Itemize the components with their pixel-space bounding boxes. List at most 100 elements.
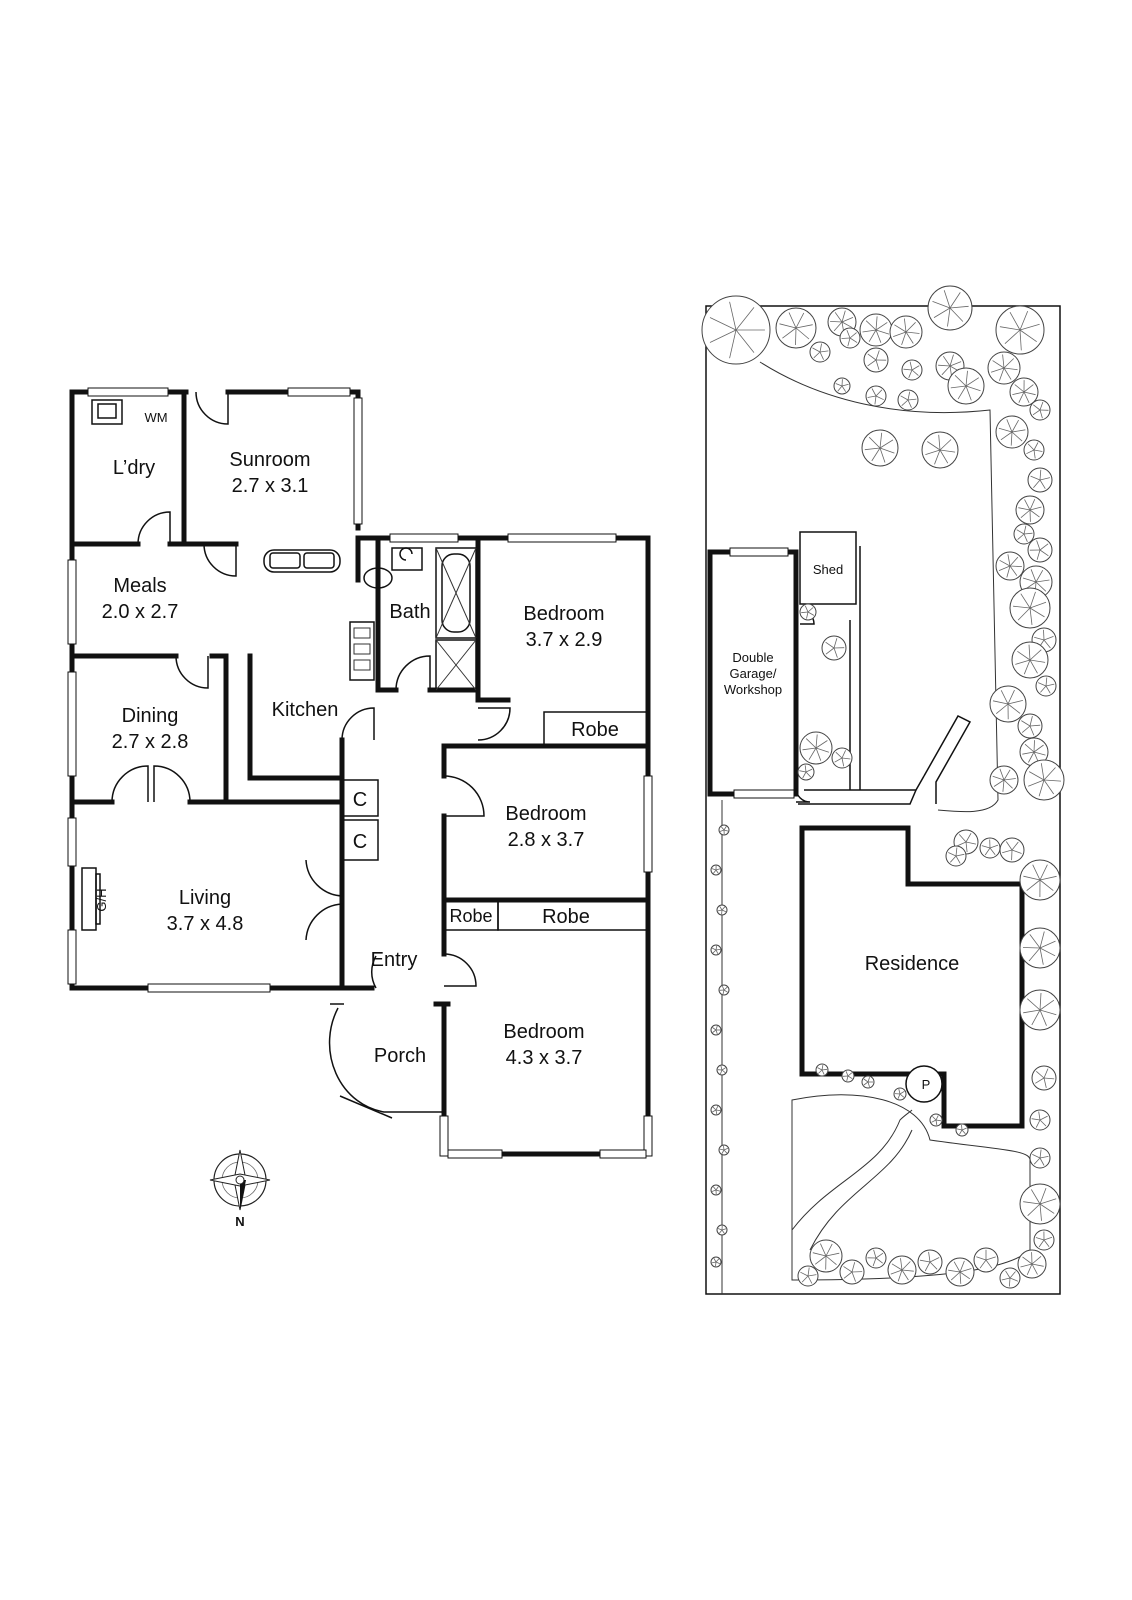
tree-icon xyxy=(1019,927,1061,969)
tree-icon xyxy=(710,944,722,956)
tree-icon xyxy=(839,327,861,349)
tree-icon xyxy=(859,313,893,347)
robe1-label: Robe xyxy=(571,719,619,741)
bedroom1-label: Bedroom xyxy=(523,603,604,625)
lawn-outlines xyxy=(721,361,1031,1294)
kitchen-label: Kitchen xyxy=(272,699,339,721)
p-marker-label: P xyxy=(922,1077,931,1092)
windows xyxy=(67,387,653,1159)
garage-label-line3: Workshop xyxy=(724,682,782,697)
house-plan: WM L’dry Sunroom 2.7 x 3.1 Meals 2.0 x 2… xyxy=(67,387,653,1229)
compass-icon: N xyxy=(209,1149,271,1229)
tree-icon xyxy=(865,385,887,407)
sunroom-dims: 2.7 x 3.1 xyxy=(232,475,309,497)
pathways xyxy=(798,546,972,805)
tree-icon xyxy=(989,765,1019,795)
tree-icon xyxy=(1013,523,1035,545)
living-label: Living xyxy=(179,887,231,909)
tree-icon xyxy=(927,285,973,331)
tree-icon xyxy=(901,359,923,381)
tree-icon xyxy=(999,837,1025,863)
tree-icon xyxy=(861,1075,875,1089)
tree-icon xyxy=(710,1184,722,1196)
tree-icon xyxy=(809,341,831,363)
tree-icon xyxy=(889,315,923,349)
tree-icon xyxy=(987,351,1021,385)
tree-icon xyxy=(1023,759,1065,801)
shed-label: Shed xyxy=(813,562,843,577)
tree-icon xyxy=(710,1104,722,1116)
tree-icon xyxy=(1023,439,1045,461)
tree-icon xyxy=(821,635,847,661)
tree-icon xyxy=(865,1247,887,1269)
tree-icon xyxy=(1027,467,1053,493)
tree-icon xyxy=(897,389,919,411)
bath-label: Bath xyxy=(389,601,430,623)
robe2-label: Robe xyxy=(449,906,492,926)
fixtures xyxy=(81,399,477,931)
fitted-units xyxy=(341,711,649,931)
bedroom3-dims: 4.3 x 3.7 xyxy=(506,1047,583,1069)
site-plan: Double Garage/ Workshop Shed Residence P xyxy=(701,285,1065,1295)
tree-icon xyxy=(989,685,1027,723)
gas-heater-label: G/H xyxy=(94,888,109,911)
tree-icon xyxy=(1017,713,1043,739)
tree-icon xyxy=(945,1257,975,1287)
tree-icon xyxy=(863,347,889,373)
tree-icon xyxy=(955,1123,969,1137)
tree-icon xyxy=(1027,537,1053,563)
garage-label-line2: Garage/ xyxy=(730,666,777,681)
tree-icon xyxy=(995,551,1025,581)
porch-label: Porch xyxy=(374,1045,426,1067)
tree-icon xyxy=(1011,641,1049,679)
bedroom3-label: Bedroom xyxy=(503,1021,584,1043)
tree-icon xyxy=(718,984,730,996)
entry-label: Entry xyxy=(371,949,418,971)
tree-icon xyxy=(995,415,1029,449)
robe3-label: Robe xyxy=(542,906,590,928)
tree-icon xyxy=(947,367,985,405)
tree-icon xyxy=(839,1259,865,1285)
tree-icon xyxy=(887,1255,917,1285)
dining-label: Dining xyxy=(122,705,179,727)
tree-icon xyxy=(831,747,853,769)
tree-icon xyxy=(797,763,815,781)
shed-outline xyxy=(799,531,857,605)
tree-icon xyxy=(797,1265,819,1287)
bedroom2-label: Bedroom xyxy=(505,803,586,825)
dining-dims: 2.7 x 2.8 xyxy=(112,731,189,753)
bedroom1-dims: 3.7 x 2.9 xyxy=(526,629,603,651)
tree-icon xyxy=(833,377,851,395)
tree-icon xyxy=(1019,859,1061,901)
living-dims: 3.7 x 4.8 xyxy=(167,913,244,935)
residence-label: Residence xyxy=(865,953,960,975)
sunroom-label: Sunroom xyxy=(229,449,310,471)
tree-icon xyxy=(973,1247,999,1273)
meals-dims: 2.0 x 2.7 xyxy=(102,601,179,623)
tree-icon xyxy=(1035,675,1057,697)
tree-icon xyxy=(716,1224,728,1236)
tree-icon xyxy=(999,1267,1021,1289)
tree-icon xyxy=(716,904,728,916)
laundry-label: L’dry xyxy=(113,457,155,479)
garage-label-line1: Double xyxy=(732,650,773,665)
tree-icon xyxy=(1015,495,1045,525)
tree-icon xyxy=(775,307,817,349)
tree-icon xyxy=(815,1063,829,1077)
wm-label: WM xyxy=(144,410,167,425)
tree-icon xyxy=(718,824,730,836)
tree-icon xyxy=(799,731,833,765)
tree-icon xyxy=(929,1113,943,1127)
tree-icon xyxy=(1029,399,1051,421)
tree-icon xyxy=(1019,1183,1061,1225)
tree-icon xyxy=(1009,377,1039,407)
garden-trees xyxy=(701,285,1065,1289)
tree-icon xyxy=(710,1024,722,1036)
tree-icon xyxy=(1031,1065,1057,1091)
tree-icon xyxy=(799,603,817,621)
door-swings xyxy=(111,391,511,1119)
tree-icon xyxy=(1029,1109,1051,1131)
bedroom2-dims: 2.8 x 3.7 xyxy=(508,829,585,851)
room-labels: WM L’dry Sunroom 2.7 x 3.1 Meals 2.0 x 2… xyxy=(94,410,619,1069)
north-label: N xyxy=(235,1214,244,1229)
